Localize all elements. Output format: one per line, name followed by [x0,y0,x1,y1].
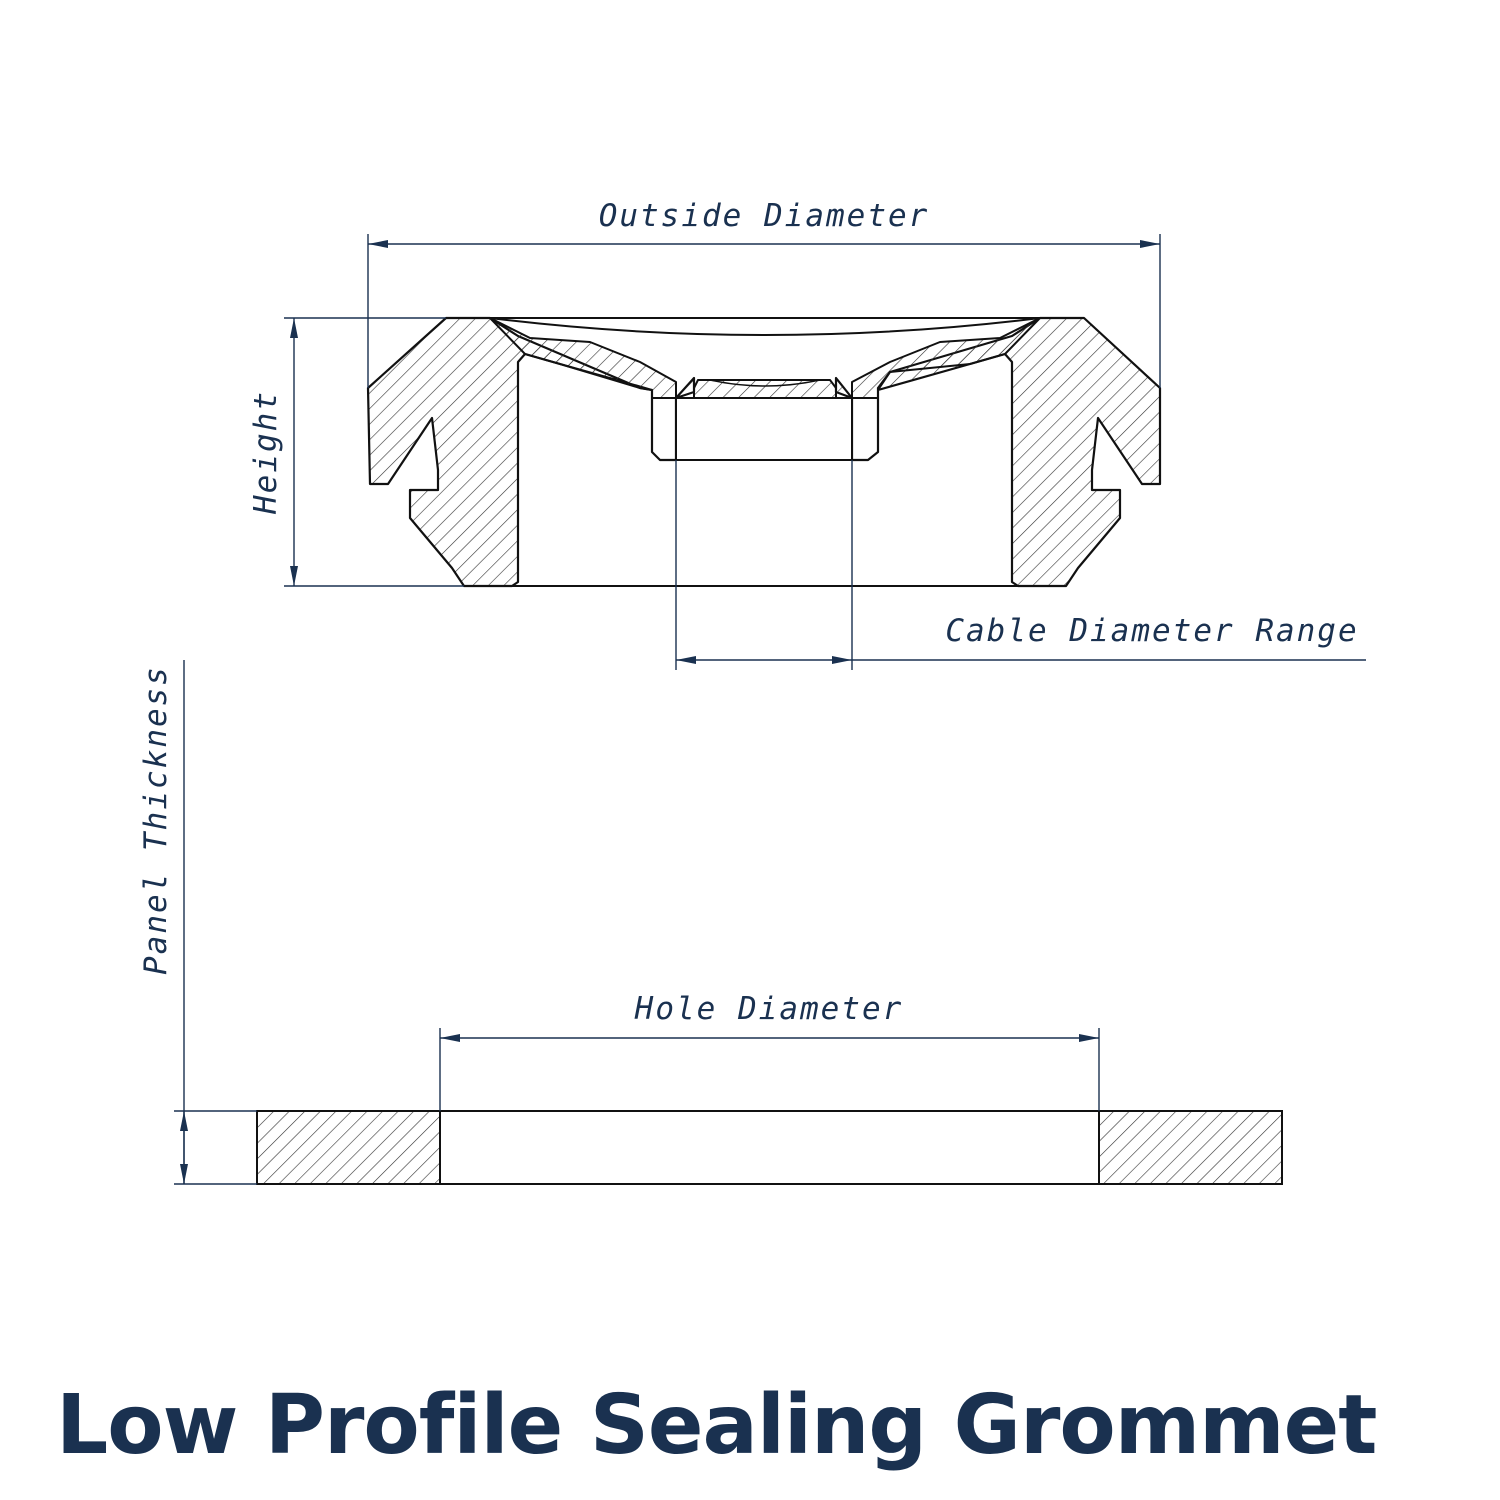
panel-hole [439,1110,1100,1185]
panel-cross-section [256,1110,1283,1185]
outside-diameter-label: Outside Diameter [599,198,930,234]
hole-diameter-label: Hole Diameter [634,991,904,1027]
cable-bore [675,397,853,461]
grommet-left-flap [489,317,677,399]
page-title: Low Profile Sealing Grommet [56,1378,1377,1473]
panel-dimension-lines [174,660,1100,1185]
height-label: Height [248,390,284,515]
membrane-dome [709,379,821,387]
grommet-left-body [366,316,696,588]
dimension-lines [284,234,1366,670]
grommet-right-body [834,316,1162,588]
panel-right-section [1098,1110,1283,1185]
grommet-membrane [693,379,837,399]
cable-diameter-range-label: Cable Diameter Range [945,613,1358,649]
grommet-top-dish [489,317,1041,336]
grommet-cross-section [366,316,1162,588]
panel-thickness-label: Panel Thickness [138,665,174,975]
panel-left-section [256,1110,441,1185]
grommet-right-flap [851,317,1041,399]
